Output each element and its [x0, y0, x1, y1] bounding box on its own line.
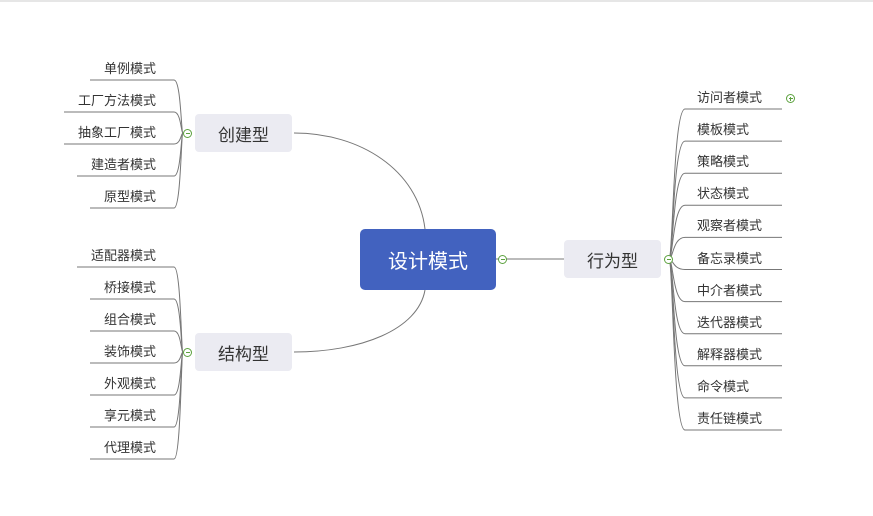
edge-creational-leaf [64, 111, 184, 134]
behavioral-leaf-topic[interactable]: 解释器模式 [697, 347, 763, 363]
branch-structural-label: 结构型 [218, 344, 269, 365]
edge-structural-leaf [90, 330, 184, 353]
behavioral-leaf-topic[interactable]: 访问者模式 [697, 91, 763, 106]
creational-collapse-toggle-icon[interactable] [183, 129, 192, 138]
behavioral-leaf-topic[interactable]: 观察者模式 [697, 219, 763, 235]
root-collapse-toggle-icon[interactable] [498, 255, 507, 264]
creational-leaf-topic[interactable]: 单例模式 [103, 62, 156, 77]
edge-behavioral-leaf [668, 258, 782, 431]
structural-collapse-toggle-icon[interactable] [183, 348, 192, 357]
root-topic-label: 设计模式 [388, 249, 468, 273]
branch-structural[interactable]: 结构型 [195, 333, 292, 371]
edge-root-creational [293, 132, 426, 230]
creational-leaf-topic[interactable]: 建造者模式 [90, 158, 156, 173]
branch-creational[interactable]: 创建型 [195, 114, 292, 152]
edge-structural-leaf [77, 266, 184, 353]
behavioral-leaf-topic[interactable]: 策略模式 [697, 155, 750, 171]
structural-leaf-topic[interactable]: 装饰模式 [103, 345, 156, 360]
structural-leaf-topic[interactable]: 组合模式 [103, 313, 156, 328]
behavioral-leaf-topic[interactable]: 责任链模式 [697, 412, 763, 427]
behavioral-leaf-topic[interactable]: 中介者模式 [697, 283, 763, 299]
structural-leaf-topic[interactable]: 桥接模式 [103, 281, 156, 296]
structural-leaf-topic[interactable]: 享元模式 [103, 409, 156, 424]
branch-behavioral-label: 行为型 [587, 251, 638, 272]
edge-structural-leaf [90, 351, 184, 460]
behavioral-leaf-topic[interactable]: 模板模式 [697, 123, 750, 139]
structural-leaf-topic[interactable]: 外观模式 [103, 377, 156, 392]
behavioral-leaf-topic[interactable]: 迭代器模式 [697, 315, 763, 331]
visitor-expand-toggle-icon[interactable] [786, 94, 795, 103]
creational-leaf-topic[interactable]: 抽象工厂模式 [77, 126, 156, 141]
behavioral-collapse-toggle-icon[interactable] [664, 255, 673, 264]
root-topic[interactable]: 设计模式 [360, 229, 496, 290]
edge-behavioral-leaf [668, 172, 782, 260]
edge-creational-leaf [90, 132, 184, 209]
behavioral-leaf-topic[interactable]: 命令模式 [697, 379, 750, 395]
behavioral-leaf-topic[interactable]: 状态模式 [697, 187, 750, 203]
creational-leaf-topic[interactable]: 原型模式 [103, 190, 156, 205]
structural-leaf-topic[interactable]: 适配器模式 [90, 249, 156, 264]
branch-creational-label: 创建型 [218, 125, 269, 146]
branch-behavioral[interactable]: 行为型 [564, 240, 661, 278]
behavioral-leaf-topic[interactable]: 备忘录模式 [697, 251, 763, 267]
structural-leaf-topic[interactable]: 代理模式 [103, 441, 156, 456]
edge-root-structural [293, 289, 426, 353]
window-top-border [0, 0, 873, 2]
creational-leaf-topic[interactable]: 工厂方法模式 [77, 94, 156, 109]
